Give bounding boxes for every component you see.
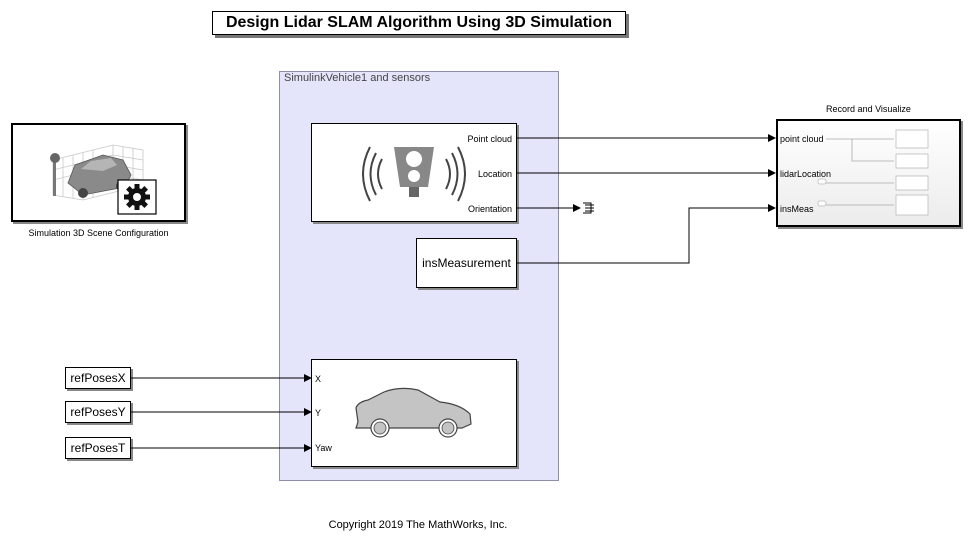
ins-measurement-block[interactable]: insMeasurement <box>416 238 517 288</box>
record-port-lidar-location[interactable]: lidarLocation <box>780 169 832 179</box>
record-visualize-block[interactable]: point cloud lidarLocation insMeas <box>776 119 961 227</box>
street-light-icon <box>53 160 56 196</box>
vehicle-port-x[interactable]: X <box>315 374 322 384</box>
gear-icon <box>124 184 150 210</box>
scene-config-caption: Simulation 3D Scene Configuration <box>28 228 169 238</box>
record-port-ins-meas[interactable]: insMeas <box>780 204 814 214</box>
lidar-port-orientation[interactable]: Orientation <box>467 204 512 214</box>
lidar-sensor-block[interactable]: Point cloud Location Orientation <box>311 123 517 222</box>
lidar-port-location[interactable]: Location <box>477 169 512 179</box>
record-inner-diagram <box>817 129 929 216</box>
diagram-title: Design Lidar SLAM Algorithm Using 3D Sim… <box>212 11 626 35</box>
wire-ins-meas[interactable] <box>517 204 776 264</box>
vehicle-block[interactable]: X Y Yaw <box>311 359 517 467</box>
record-port-point-cloud[interactable]: point cloud <box>780 134 824 144</box>
terminator-icon[interactable] <box>583 202 594 214</box>
scene-config-icon <box>50 144 157 215</box>
vehicle-icon <box>355 387 472 438</box>
scene-config-block[interactable] <box>11 123 186 222</box>
copyright-text: Copyright 2019 The MathWorks, Inc. <box>328 519 508 531</box>
ref-poses-y-block[interactable]: refPosesY <box>65 401 131 423</box>
subsystem-label: SimulinkVehicle1 and sensors <box>284 72 431 84</box>
ref-poses-t-block[interactable]: refPosesT <box>65 437 131 459</box>
lidar-sensor-icon <box>362 146 466 202</box>
lidar-port-point-cloud[interactable]: Point cloud <box>467 134 512 144</box>
ref-poses-x-block[interactable]: refPosesX <box>65 367 131 389</box>
vehicle-port-y[interactable]: Y <box>315 408 322 418</box>
record-visualize-label: Record and Visualize <box>826 104 911 114</box>
vehicle-port-yaw[interactable]: Yaw <box>315 443 332 453</box>
